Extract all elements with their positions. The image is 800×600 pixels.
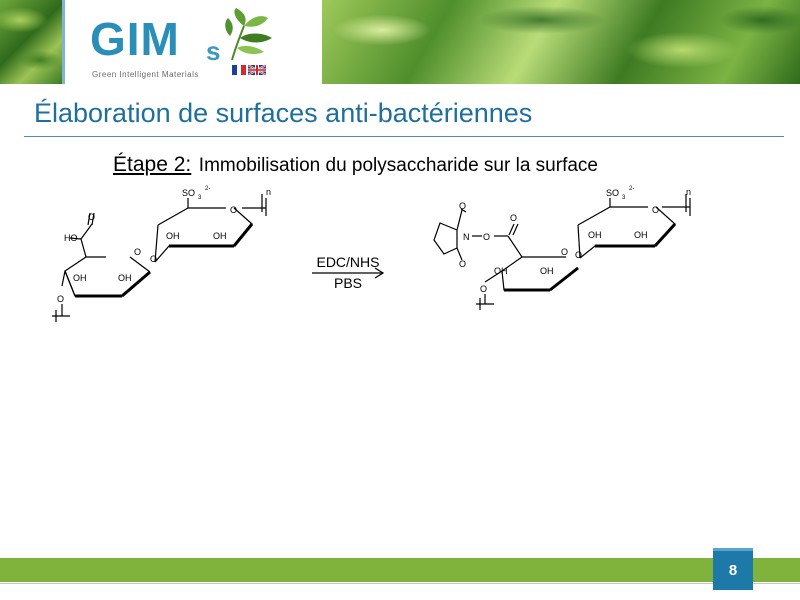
- oh-label-2: OH: [118, 273, 132, 283]
- glycosidic-o-left: O: [150, 254, 157, 264]
- so3-sub-left: 3: [198, 195, 202, 201]
- slide-title: Élaboration de surfaces anti-bactérienne…: [34, 98, 533, 128]
- succinimide-o-bottom: O: [459, 259, 466, 269]
- logo-border: [62, 0, 65, 84]
- step-label: Étape 2:: [113, 153, 192, 176]
- carbonyl-o-right: O: [510, 213, 517, 223]
- uk-flag-icon[interactable]: [248, 65, 266, 75]
- n-label-right: n: [686, 187, 691, 197]
- glycosidic-o-right: O: [575, 250, 582, 260]
- title-divider: [24, 136, 784, 137]
- reagent-top: EDC/NHS: [316, 254, 379, 270]
- ring-o-left-1: O: [134, 247, 141, 257]
- footer-band: [0, 558, 800, 582]
- header-banner: GIM s Green Intelligent Materials: [0, 0, 800, 84]
- ester-o: O: [483, 232, 490, 242]
- so3-sub-right: 3: [622, 195, 626, 201]
- n-label-left: n: [266, 187, 271, 197]
- oh-label-7: OH: [588, 230, 602, 240]
- oh-label-6: OH: [540, 266, 554, 276]
- french-flag-icon[interactable]: [232, 65, 247, 75]
- ring-o-right-1: O: [561, 247, 568, 257]
- seaweed-leaf-icon: [225, 8, 272, 61]
- footer-line: [0, 583, 800, 584]
- carbonyl-o-left: O: [88, 212, 95, 222]
- so3-label-right: SO: [606, 188, 619, 198]
- so3-charge-left: 2-: [205, 186, 210, 192]
- logo-s-text: s: [206, 36, 221, 66]
- ring-o-left-2: O: [230, 205, 237, 215]
- page-number: 8: [728, 562, 738, 579]
- leaf-photo-left: [0, 0, 62, 84]
- succinimide-o-top: O: [459, 201, 466, 211]
- step-description: Immobilisation du polysaccharide sur la …: [198, 155, 598, 176]
- step-heading: Étape 2: Immobilisation du polysaccharid…: [113, 153, 598, 177]
- leaf-photo-right: [322, 0, 800, 84]
- oh-label-1: OH: [73, 273, 87, 283]
- bridge-o-left: O: [57, 294, 64, 304]
- ho-label: HO: [64, 233, 78, 243]
- oh-label-5: OH: [494, 266, 508, 276]
- page-number-box: 8: [713, 548, 753, 590]
- so3-charge-right: 2-: [629, 186, 634, 192]
- ring-o-right-2: O: [652, 205, 659, 215]
- oh-label-4: OH: [213, 231, 227, 241]
- n-atom: N: [463, 232, 470, 242]
- bridge-o-right: O: [480, 284, 487, 294]
- reagent-bottom: PBS: [334, 275, 362, 291]
- reaction-scheme: HO O O O O OH OH OH OH O SO 3 2- n O O N…: [52, 186, 691, 322]
- oh-label-8: OH: [634, 230, 648, 240]
- oh-label-3: OH: [166, 231, 180, 241]
- logo-subtitle: Green Intelligent Materials: [92, 70, 199, 79]
- logo-main-text: GIM: [90, 13, 180, 65]
- logo: GIM s Green Intelligent Materials: [62, 0, 322, 84]
- so3-label-left: SO: [182, 188, 195, 198]
